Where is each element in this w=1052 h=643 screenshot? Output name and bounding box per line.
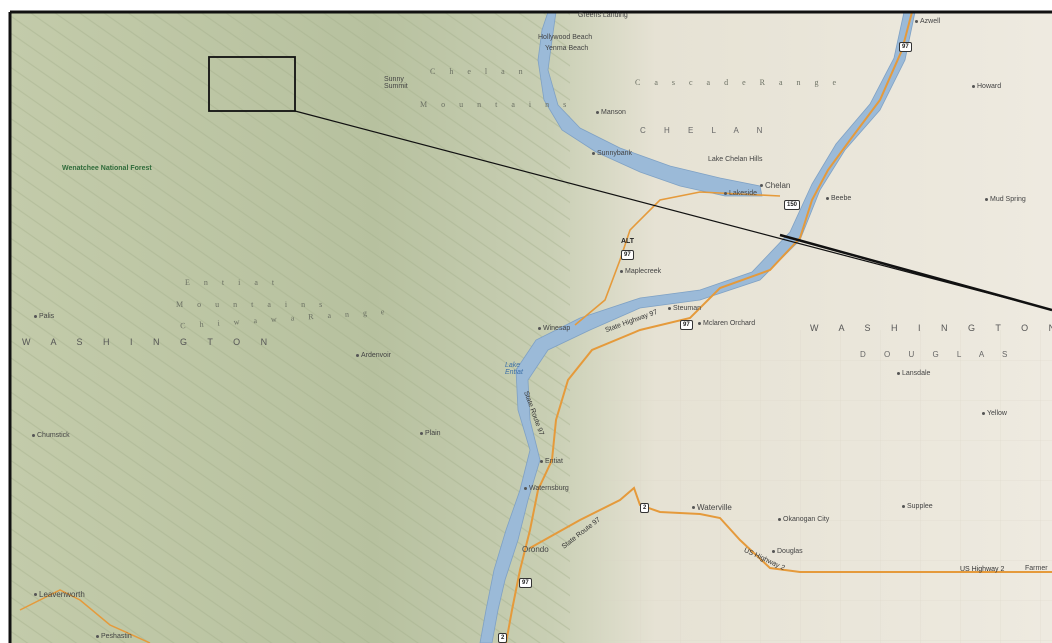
- town-lake-chelan-hills: Lake Chelan Hills: [708, 156, 763, 163]
- town-winesap: Winesap: [538, 325, 570, 332]
- range-label-entiat-b: M o u n t a i n s: [176, 300, 329, 309]
- town-mclaren-orchard: Mclaren Orchard: [698, 320, 755, 327]
- town-yenma-beach: Yenma Beach: [545, 45, 589, 52]
- leader-line-thick: [779, 233, 1052, 312]
- town-manson: Manson: [596, 109, 626, 116]
- town-steuman: Steuman: [668, 305, 701, 312]
- town-ardenvoir: Ardenvoir: [356, 352, 391, 359]
- town-sunny-summit: Sunny Summit: [384, 76, 408, 90]
- county-label-chelan: C H E L A N: [640, 126, 771, 135]
- forest-label: Wenatchee National Forest: [62, 165, 152, 172]
- route-shield-97-bottom: 97: [519, 578, 532, 588]
- town-chelan: Chelan: [760, 181, 790, 190]
- lake-chelan: [537, 11, 763, 197]
- town-chumstick: Chumstick: [32, 432, 70, 439]
- town-farmer: Farmer: [1025, 565, 1048, 572]
- town-azwell: Azwell: [915, 18, 940, 25]
- mountain-ridges: [10, 12, 570, 643]
- town-orondo: Orondo: [522, 545, 549, 554]
- inset-box: [208, 56, 296, 112]
- highway-97-north: [505, 11, 913, 643]
- range-label-chelan-b: M o u n t a i n s: [420, 100, 573, 109]
- town-peshastin: Peshastin: [96, 633, 132, 640]
- town-supplee: Supplee: [902, 503, 933, 510]
- route-shield-alt-97: 97: [621, 250, 634, 260]
- route-shield-150: 150: [784, 200, 801, 210]
- columbia-river: [479, 11, 916, 643]
- town-greens-landing: Greens Landing: [578, 12, 628, 19]
- state-label-west: W A S H I N G T O N: [22, 337, 277, 347]
- town-leavenworth: Leavenworth: [34, 590, 85, 599]
- plain-grid: [600, 330, 1052, 643]
- highway-2: [529, 486, 1052, 573]
- lake-entiat-label: Lake Entiat: [505, 362, 523, 376]
- town-beebe: Beebe: [826, 195, 851, 202]
- route-shield-alt: ALT: [621, 238, 635, 245]
- town-okanogan-city: Okanogan City: [778, 516, 829, 523]
- range-label-cascade: C a s c a d e R a n g e: [635, 78, 843, 87]
- range-label-chelan-a: C h e l a n: [430, 67, 529, 76]
- town-howard: Howard: [972, 83, 1001, 90]
- town-yellow: Yellow: [982, 410, 1007, 417]
- town-waterville: Waterville: [692, 503, 732, 512]
- town-mud-spring: Mud Spring: [985, 196, 1026, 203]
- county-label-douglas: D O U G L A S: [860, 350, 1016, 359]
- highway-97-alt: [574, 191, 781, 326]
- range-label-entiat-a: E n t i a t: [185, 278, 281, 287]
- route-shield-97-mid: 97: [680, 320, 693, 330]
- map-frame: [8, 10, 1052, 643]
- road-label-us2-b: US Highway 2: [960, 566, 1005, 573]
- town-palis: Palis: [34, 313, 54, 320]
- town-sunnybank: Sunnybank: [592, 150, 632, 157]
- highway-2-west: [19, 589, 151, 643]
- town-plain: Plain: [420, 430, 441, 437]
- town-waternsburg: Waternsburg: [524, 485, 569, 492]
- town-entiat: Entiat: [540, 458, 563, 465]
- route-shield-97-top: 97: [899, 42, 912, 52]
- town-lakeside: Lakeside: [724, 190, 757, 197]
- route-shield-2: 2: [640, 503, 650, 513]
- leader-line: [294, 110, 1052, 311]
- town-maplecreek: Maplecreek: [620, 268, 661, 275]
- route-shield-2-bottom: 2: [498, 633, 508, 643]
- town-lansdale: Lansdale: [897, 370, 930, 377]
- town-douglas: Douglas: [772, 548, 803, 555]
- state-label-east: W A S H I N G T O N: [810, 323, 1052, 333]
- town-hollywood-beach: Hollywood Beach: [538, 34, 593, 41]
